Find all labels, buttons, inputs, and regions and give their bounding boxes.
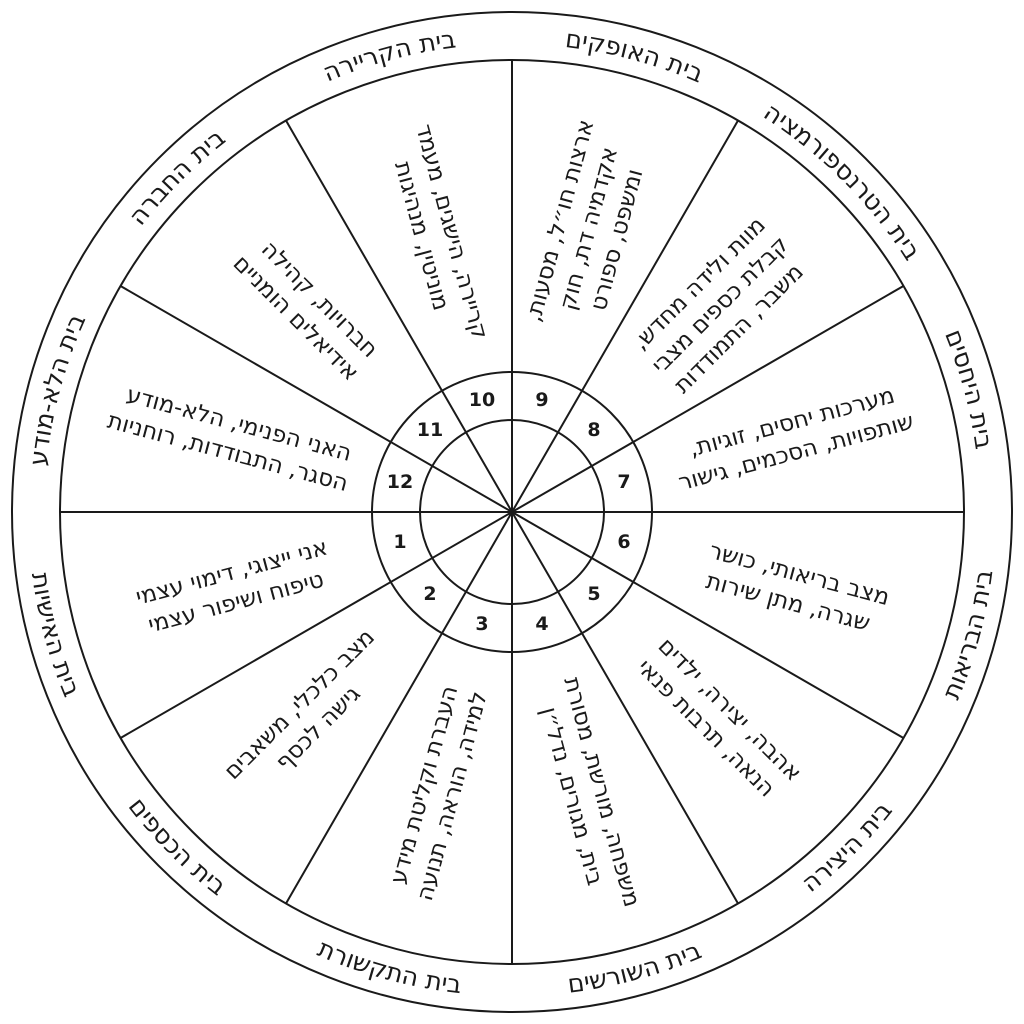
house-number: 3	[475, 613, 488, 635]
house-description: מערכות יחסים, זוגיות, שותפויות, הסכמים, …	[668, 379, 917, 496]
house-number: 2	[423, 583, 436, 605]
house-divider-line	[511, 511, 739, 904]
svg-text:בית הלא-מודע: בית הלא-מודע	[23, 309, 91, 467]
house-label: בית היחסים	[939, 325, 999, 451]
svg-text:בית היחסים: בית היחסים	[939, 325, 999, 451]
house-label: בית התקשורת	[314, 933, 464, 999]
house-description: מצב כלכלי, משאבים גישה לכסף	[214, 624, 401, 811]
house-dividers	[60, 60, 964, 964]
svg-text:בית התקשורת: בית התקשורת	[314, 933, 464, 999]
house-number: 12	[387, 471, 413, 493]
svg-text:בית האופקים: בית האופקים	[564, 24, 708, 88]
svg-text:בית הבריאות: בית הבריאות	[936, 568, 998, 703]
house-number: 6	[617, 531, 630, 553]
house-number: 11	[417, 419, 443, 441]
house-description: ארצות חו״ל, מסעות, אקדמיה דת, חוק ומשפט,…	[519, 117, 658, 347]
house-number: 4	[535, 613, 548, 635]
house-description: מוות ולידה מחדש, קבלת כספים מצבי משבר, ה…	[620, 210, 815, 405]
house-description: העברת וקליטת מידע למידה, הוראה, תנועה	[383, 681, 493, 904]
house-divider-line	[120, 511, 513, 739]
house-number: 1	[393, 531, 406, 553]
house-number: 7	[617, 471, 630, 493]
house-number: 8	[587, 419, 600, 441]
house-label: בית החברה	[123, 123, 231, 231]
house-description: קריירה, הישגים, מעמד מוניטין, מנהיגות	[379, 114, 492, 349]
svg-text:בית החברה: בית החברה	[123, 123, 231, 231]
house-divider-line	[511, 511, 904, 739]
house-divider-line	[285, 120, 513, 513]
house-divider-line	[511, 285, 904, 513]
house-label: בית הלא-מודע	[23, 309, 91, 467]
house-description: אני ייצוגי, דימוי עצמי טיפוח ושיפור עצמי	[126, 534, 338, 641]
house-number: 10	[469, 389, 495, 411]
house-number: 9	[535, 389, 548, 411]
house-divider-line	[285, 511, 513, 904]
house-1: בית האישיות 1 אני ייצוגי, דימוי עצמי טיפ…	[26, 531, 407, 701]
house-description: משפחה, מורשת, מסורת בית, מגורים, נדל״ן	[527, 667, 644, 917]
house-label: בית הבריאות	[936, 568, 998, 703]
house-label: בית השורשים	[566, 935, 706, 998]
house-description: האני הפנימי, הלא-מודע הסגר, התבודדות, רו…	[105, 379, 359, 497]
outer-ring	[11, 11, 1013, 1013]
house-label: בית האופקים	[564, 24, 708, 88]
house-divider-line	[511, 120, 739, 513]
house-description: מצב בריאותי, כושר שגרה, מתן שירות	[691, 536, 892, 640]
svg-text:בית השורשים: בית השורשים	[566, 935, 706, 998]
house-divider-line	[120, 285, 513, 513]
house-number: 5	[587, 583, 600, 605]
house-description: אהבה, יצירה, ילדים הנאה, תרבות פנאי	[626, 628, 806, 808]
